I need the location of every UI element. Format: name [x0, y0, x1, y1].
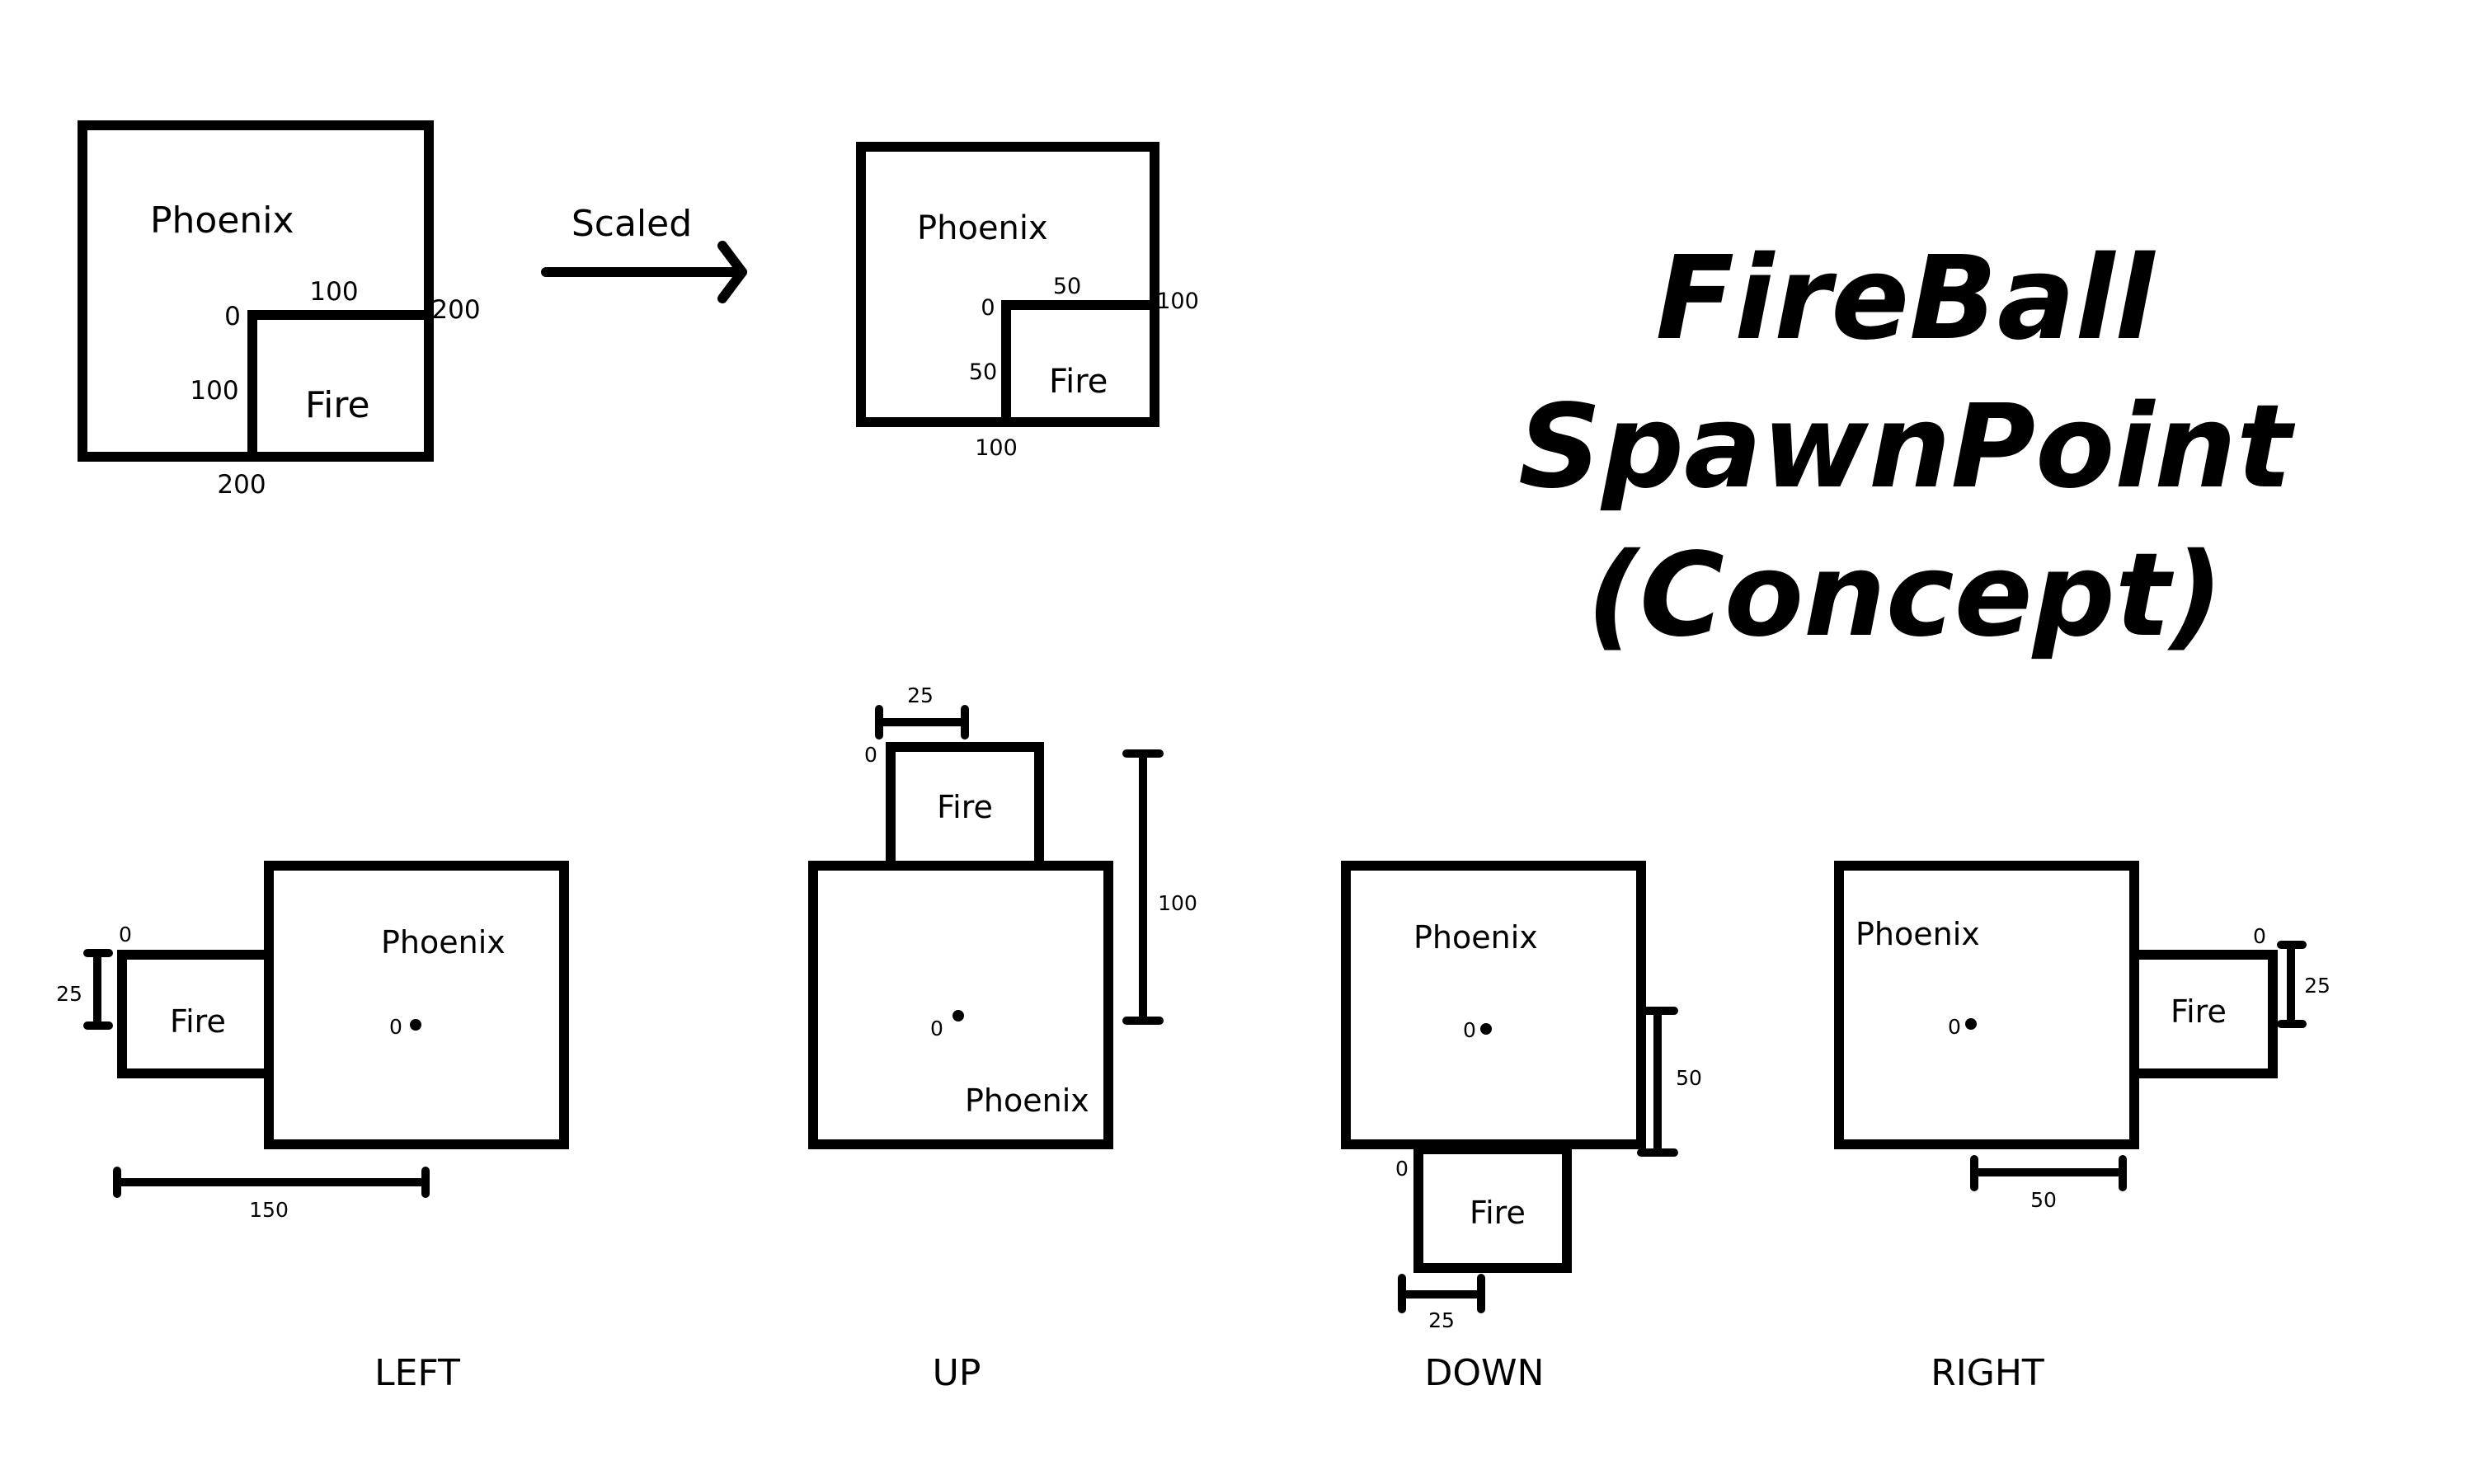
offset-bar [875, 705, 969, 740]
distance-bar [1637, 1007, 1678, 1157]
phoenix-label: Phoenix [381, 924, 506, 960]
phoenix-center-dot [1965, 1018, 1977, 1030]
offset-bar [83, 949, 113, 1030]
fire-origin-label: 0 [864, 743, 877, 767]
scaled-label: Scaled [571, 203, 692, 245]
phoenix-center-dot [410, 1019, 421, 1031]
phoenix-label: Phoenix [965, 1082, 1089, 1119]
phoenix-origin-label: 0 [1948, 1015, 1961, 1039]
view-caption: DOWN [1425, 1352, 1545, 1394]
fire-box [1413, 1144, 1572, 1273]
fire-box [1001, 300, 1159, 427]
offset-bar [2277, 941, 2307, 1028]
fire-box [117, 950, 274, 1078]
phoenix-height-label: 200 [431, 295, 480, 325]
phoenix-height-label: 100 [1156, 289, 1199, 314]
title-line-2: SpawnPoint [1518, 380, 2296, 514]
phoenix-label: Phoenix [1413, 919, 1538, 956]
phoenix-origin-label: 0 [389, 1015, 402, 1039]
fire-label: Fire [1049, 363, 1108, 401]
origin-label: 0 [224, 302, 241, 331]
view-left: Phoenix Fire 0 0 25 150 LEFT [56, 861, 569, 1394]
fire-height-label: 100 [190, 376, 238, 406]
title: FireBall SpawnPoint (Concept) [1518, 232, 2296, 663]
phoenix-width-label: 200 [217, 470, 266, 500]
distance-bar [1970, 1155, 2127, 1191]
distance-label: 50 [1676, 1066, 1702, 1090]
offset-label: 25 [56, 982, 82, 1006]
fire-width-label: 100 [309, 277, 358, 307]
phoenix-box [1341, 861, 1646, 1149]
fire-label: Fire [305, 384, 370, 426]
view-caption: RIGHT [1931, 1352, 2044, 1394]
offset-label: 25 [907, 683, 934, 707]
phoenix-center-dot [1480, 1023, 1492, 1035]
distance-label: 50 [2030, 1188, 2057, 1212]
fire-label: Fire [1470, 1195, 1526, 1231]
arrow-head-icon [717, 241, 747, 303]
fire-origin-label: 0 [119, 923, 132, 946]
scaled-arrow: Scaled [541, 203, 747, 303]
view-up: Fire Phoenix 0 0 25 100 UP [808, 683, 1197, 1394]
phoenix-center-dot [952, 1010, 964, 1021]
fire-width-label: 50 [1053, 274, 1081, 299]
phoenix-box [1834, 861, 2139, 1149]
scaled-diagram: Phoenix Fire 50 100 0 50 100 [856, 142, 1199, 461]
phoenix-label: Phoenix [150, 200, 294, 242]
view-caption: UP [933, 1352, 981, 1394]
fire-origin-label: 0 [2253, 924, 2266, 948]
offset-label: 25 [2304, 974, 2331, 998]
origin-label: 0 [981, 295, 995, 321]
distance-label: 150 [249, 1198, 289, 1222]
phoenix-origin-label: 0 [1463, 1018, 1476, 1042]
fire-height-label: 50 [969, 359, 997, 385]
phoenix-label: Phoenix [1856, 916, 1980, 952]
fire-label: Fire [937, 789, 993, 825]
title-line-1: FireBall [1656, 232, 2157, 366]
phoenix-box [264, 861, 569, 1149]
distance-label: 100 [1158, 891, 1197, 915]
distance-bar [1122, 749, 1164, 1025]
phoenix-label: Phoenix [917, 209, 1048, 247]
fire-box [2129, 950, 2278, 1078]
fire-label: Fire [170, 1003, 226, 1040]
title-line-3: (Concept) [1587, 528, 2223, 663]
fire-box [247, 310, 434, 462]
view-right: Phoenix Fire 0 0 25 50 RIGHT [1834, 861, 2331, 1394]
view-caption: LEFT [374, 1352, 460, 1394]
distance-bar [113, 1167, 430, 1198]
fire-box [886, 742, 1044, 871]
view-down: Phoenix Fire 0 0 25 50 DOWN [1341, 861, 1702, 1394]
offset-label: 25 [1428, 1308, 1455, 1332]
original-diagram: Phoenix Fire 100 200 0 100 200 [78, 120, 481, 500]
fire-label: Fire [2171, 993, 2227, 1030]
fire-origin-label: 0 [1395, 1157, 1409, 1181]
phoenix-origin-label: 0 [930, 1017, 943, 1040]
offset-bar [1398, 1274, 1485, 1313]
phoenix-width-label: 100 [975, 435, 1018, 461]
